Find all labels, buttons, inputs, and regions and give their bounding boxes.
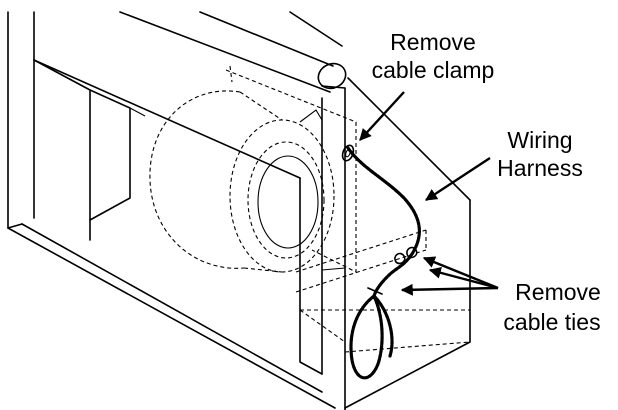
cable-ties bbox=[367, 246, 418, 295]
motor-drum bbox=[149, 90, 335, 273]
top-rail bbox=[317, 62, 471, 201]
clamp-label-line1: Remove bbox=[390, 29, 476, 55]
inner-panels bbox=[33, 59, 146, 241]
harness-arrow bbox=[424, 156, 491, 202]
clamp-label-line2: cable clamp bbox=[372, 57, 495, 83]
ties-label-line2: cable ties bbox=[503, 309, 600, 335]
ties-label-line1: Remove bbox=[515, 279, 601, 305]
end-panel bbox=[299, 87, 471, 410]
tie-arrow-1 bbox=[422, 256, 499, 290]
tie-arrow-3 bbox=[400, 283, 499, 296]
clamp-arrow bbox=[359, 91, 405, 141]
housing-outline bbox=[7, 11, 343, 409]
wiring-harness bbox=[346, 146, 421, 380]
callout-arrows bbox=[359, 91, 499, 296]
hidden-lines bbox=[225, 65, 471, 353]
harness-label-line2: Harness bbox=[497, 155, 583, 181]
tie-arrow-2 bbox=[428, 266, 499, 290]
harness-label-line1: Wiring bbox=[507, 127, 572, 153]
